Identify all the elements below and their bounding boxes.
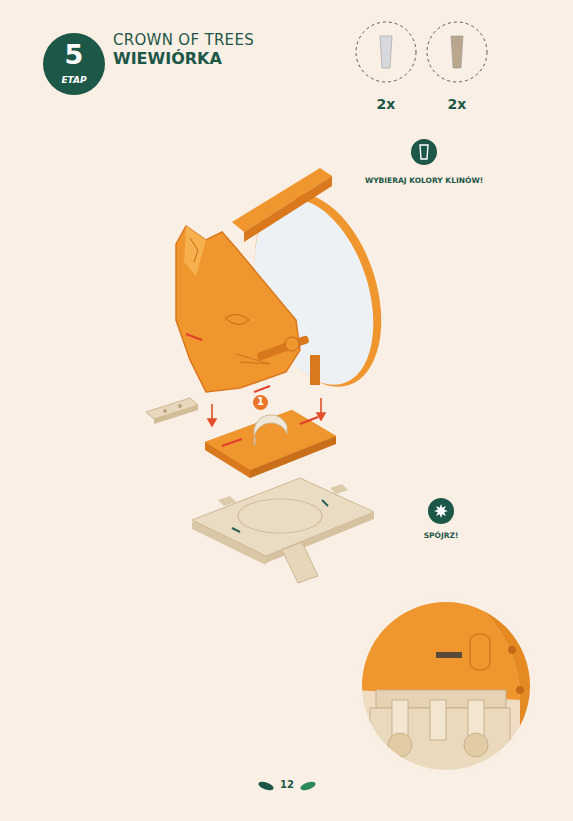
squirrel-tail <box>232 168 332 232</box>
orange-plate <box>205 410 336 478</box>
insert-arrow <box>208 419 216 426</box>
base-plate <box>282 542 318 583</box>
orange-plate <box>222 439 242 446</box>
squirrel-body <box>176 226 310 392</box>
hint-text: WYBIERAJ KOLORY KLINÓW! <box>344 176 504 185</box>
insert-arrow <box>317 413 325 420</box>
wedge-symbol <box>451 36 463 68</box>
squirrel-tail <box>244 176 332 242</box>
icon-circle <box>411 139 437 165</box>
stage-badge: 5ETAP <box>43 33 105 95</box>
orange-plate <box>254 415 287 446</box>
squirrel-body <box>254 386 270 392</box>
insert-arrow <box>320 398 322 414</box>
dashed-circle <box>356 22 416 82</box>
base-plate <box>192 478 374 583</box>
orange-plate <box>300 417 318 424</box>
orange-plate <box>205 410 336 478</box>
squirrel-body <box>256 335 309 361</box>
detail-zoom <box>516 686 524 694</box>
base-plate <box>192 478 374 556</box>
squirrel-body <box>225 314 249 324</box>
detail-zoom <box>356 598 540 774</box>
squirrel-body <box>176 226 300 392</box>
base-plate <box>218 496 236 506</box>
squirrel-body <box>186 334 202 340</box>
base-plate <box>266 512 374 563</box>
dashed-circle <box>427 22 487 82</box>
wedge-count: 2x <box>425 20 489 118</box>
squirrel-body <box>285 337 299 351</box>
squirrel-body <box>190 238 198 262</box>
squirrel-body <box>184 226 206 276</box>
page-leaf <box>257 780 274 792</box>
wedge-icon <box>420 145 428 159</box>
orange-plate <box>250 436 336 478</box>
small-piece <box>178 404 182 408</box>
base-plate <box>238 499 322 533</box>
callout-number: 1 <box>253 395 268 410</box>
wedge-symbol <box>380 36 392 68</box>
node-shape <box>354 20 418 84</box>
star-icon <box>434 504 448 518</box>
base-plate <box>232 500 328 532</box>
detail-zoom <box>464 733 488 757</box>
node-shape <box>410 138 438 166</box>
detail-zoom <box>356 598 536 774</box>
detail-zoom <box>508 646 516 654</box>
detail-zoom <box>430 700 446 740</box>
icon-circle <box>428 498 454 524</box>
node-shape <box>425 20 489 84</box>
model-name: WIEWIÓRKA <box>113 49 222 68</box>
color-hint: WYBIERAJ KOLORY KLINÓW! <box>344 138 504 190</box>
stage-number: 5 <box>43 39 105 70</box>
look-hint: SPÓJRZ! <box>406 497 476 545</box>
hint-text: SPÓJRZ! <box>406 531 476 540</box>
page-leaf <box>257 780 316 792</box>
detail-zoom <box>360 600 532 772</box>
small-piece <box>163 409 167 413</box>
page-number: 12 <box>279 779 295 790</box>
detail-zoom <box>470 634 490 670</box>
page-leaf <box>299 780 316 792</box>
orange-plate <box>205 410 336 470</box>
detail-zoom <box>436 652 462 658</box>
small-piece <box>154 405 198 424</box>
small-piece <box>146 398 198 424</box>
detail-zoom <box>356 598 540 774</box>
insert-arrow <box>211 404 213 420</box>
series-name: CROWN OF TREES <box>113 31 254 49</box>
quantity: 2x <box>354 96 418 112</box>
callout-text: 1 <box>253 396 268 407</box>
quantity: 2x <box>425 96 489 112</box>
wedge-count: 2x <box>354 20 418 118</box>
squirrel-tail <box>310 355 320 385</box>
stage-word: ETAP <box>43 75 105 85</box>
base-plate <box>330 484 348 494</box>
node-shape <box>427 497 455 525</box>
